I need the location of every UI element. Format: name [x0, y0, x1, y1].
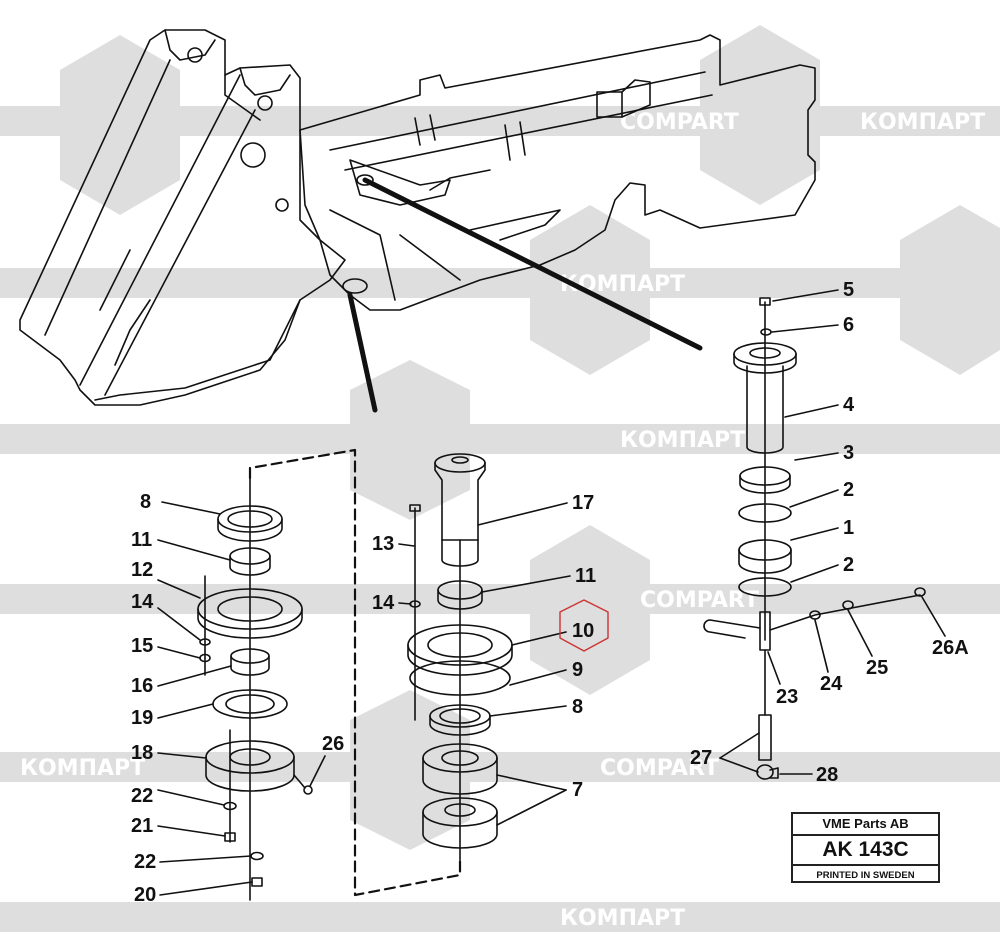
callout-2[interactable]: 2 — [843, 554, 855, 576]
callout-8[interactable]: 8 — [140, 491, 152, 513]
title-block-printed: PRINTED IN SWEDEN — [816, 870, 915, 881]
watermark-band — [0, 106, 1000, 136]
callout-26a[interactable]: 26A — [932, 637, 969, 659]
callout-7[interactable]: 7 — [572, 779, 584, 801]
watermark-band — [0, 424, 1000, 454]
right-assembly-drawing — [703, 297, 926, 780]
watermark-text: КОМПАРТ — [560, 272, 685, 297]
callout-9[interactable]: 9 — [572, 659, 584, 681]
watermark-text: КОМПАРТ — [620, 428, 745, 453]
callout-27[interactable]: 27 — [690, 747, 713, 769]
callout-11[interactable]: 11 — [575, 565, 597, 587]
watermark-text: COMPART — [600, 756, 719, 781]
callout-8[interactable]: 8 — [572, 696, 584, 718]
title-block: VME Parts AB AK 143C PRINTED IN SWEDEN — [791, 812, 940, 883]
callout-24[interactable]: 24 — [820, 673, 843, 695]
callout-16[interactable]: 16 — [131, 675, 154, 697]
callout-10[interactable]: 10 — [572, 620, 595, 642]
callout-28[interactable]: 28 — [816, 764, 839, 786]
left-assembly-drawing — [197, 477, 313, 901]
callout-22[interactable]: 22 — [131, 785, 154, 807]
callout-6[interactable]: 6 — [843, 314, 855, 336]
watermark-text: КОМПАРТ — [20, 756, 145, 781]
callout-17[interactable]: 17 — [572, 492, 595, 514]
callout-20[interactable]: 20 — [134, 884, 157, 906]
callout-21[interactable]: 21 — [131, 815, 154, 837]
title-block-company: VME Parts AB — [793, 814, 938, 836]
callout-19[interactable]: 19 — [131, 707, 154, 729]
highlight-hexagon — [559, 599, 609, 652]
callout-14[interactable]: 14 — [372, 592, 395, 614]
leader-lines — [157, 289, 946, 896]
watermark-band — [0, 752, 1000, 782]
watermark-band — [0, 902, 1000, 932]
watermark-text: КОМПАРТ — [860, 110, 985, 135]
callout-25[interactable]: 25 — [866, 657, 889, 679]
pointer-arrow — [362, 177, 703, 351]
callout-3[interactable]: 3 — [843, 442, 855, 464]
pointer-arrow — [347, 292, 378, 413]
callout-13[interactable]: 13 — [372, 533, 395, 555]
title-block-code: AK 143C — [793, 836, 938, 866]
rear-frame-drawing — [299, 34, 816, 311]
dashed-bracket — [248, 448, 462, 897]
front-frame-drawing — [19, 29, 346, 406]
callout-12[interactable]: 12 — [131, 559, 154, 581]
callout-14[interactable]: 14 — [131, 591, 154, 613]
callout-5[interactable]: 5 — [843, 279, 855, 301]
watermark-text: COMPART — [620, 110, 739, 135]
callout-1[interactable]: 1 — [843, 517, 855, 539]
watermark-text: КОМПАРТ — [560, 906, 685, 931]
callout-4[interactable]: 4 — [843, 394, 855, 416]
callout-26[interactable]: 26 — [322, 733, 345, 755]
watermark-band — [0, 268, 1000, 298]
callout-15[interactable]: 15 — [131, 635, 154, 657]
callout-23[interactable]: 23 — [776, 686, 799, 708]
callout-11[interactable]: 11 — [131, 529, 153, 551]
callout-2[interactable]: 2 — [843, 479, 855, 501]
watermark-text: COMPART — [640, 588, 759, 613]
center-assembly-drawing — [407, 453, 513, 861]
callout-22[interactable]: 22 — [134, 851, 157, 873]
callout-18[interactable]: 18 — [131, 742, 154, 764]
